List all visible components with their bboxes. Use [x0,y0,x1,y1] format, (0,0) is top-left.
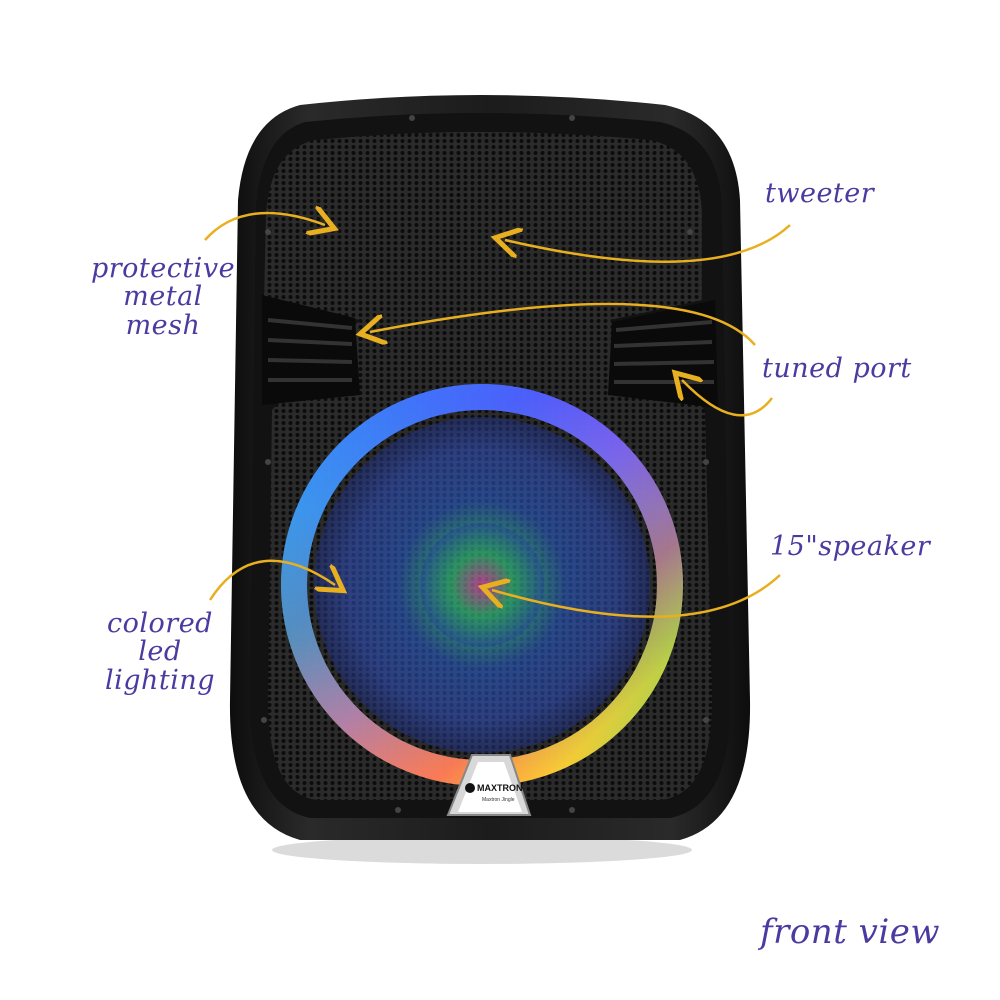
maxtron-logo-icon [465,783,475,793]
arrow-led [208,559,335,601]
floor-shadow [272,836,692,864]
label-front-view: front view [760,912,940,952]
arrow-tuned-port [682,380,773,417]
label-led-line2: lighting [104,664,216,696]
metal-mesh-upper [264,132,702,320]
arrow-mesh-port [370,302,756,345]
arrow-tweeter [505,224,791,263]
arrow-speaker [492,574,781,618]
arrow-mesh [204,213,325,241]
dust-cap-mesh [420,523,544,647]
label-mesh-line1: protective [90,253,236,284]
label-colored-led-lighting: colored led lighting [85,608,235,696]
badge-tagline: Maxtron Jingle [482,797,515,803]
brand-badge: MAXTRON Maxtron Jingle [446,754,532,816]
tuned-port-left [262,295,360,405]
label-tweeter: tweeter [765,178,875,209]
label-mesh-line2: metal mesh [123,281,203,341]
label-led-line1: colored led [107,608,213,668]
screws [261,115,709,813]
label-protective-metal-mesh: protective metal mesh [88,253,238,341]
label-tuned-port: tuned port [762,353,912,384]
badge-brand: MAXTRON [477,783,523,793]
label-speaker: 15"speaker [770,531,931,562]
